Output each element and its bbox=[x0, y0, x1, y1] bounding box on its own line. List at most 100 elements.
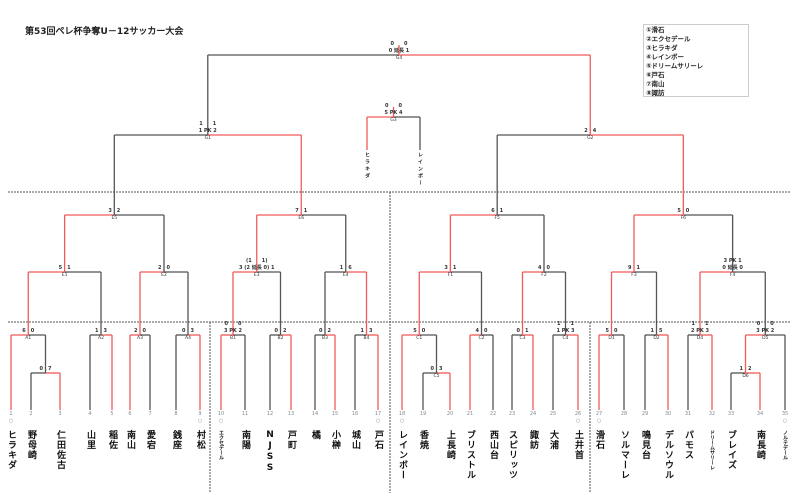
match-score: 9 1 bbox=[628, 265, 640, 271]
team-number: 15 bbox=[331, 411, 339, 417]
match-score: 1 3 bbox=[360, 328, 373, 334]
seed-mark: ○ bbox=[399, 418, 405, 424]
match-score: 5 0 bbox=[677, 208, 690, 214]
team-number: 3 bbox=[58, 411, 62, 417]
team-number: 5 bbox=[110, 411, 114, 417]
legend-item: ②エクセデール bbox=[646, 35, 691, 43]
team-number: 11 bbox=[241, 411, 249, 417]
team-name: ヒラキダ bbox=[364, 152, 370, 180]
team-name: ノルテデール bbox=[782, 430, 788, 460]
legend-item: ⑧諏訪 bbox=[646, 89, 665, 97]
team-number: 25 bbox=[549, 411, 557, 417]
match-label: A2 bbox=[98, 336, 104, 341]
match-label: C4 bbox=[562, 336, 569, 341]
team-number: 16 bbox=[351, 411, 359, 417]
match-score: 0 延長 1 bbox=[388, 48, 410, 54]
team-number: 27 bbox=[595, 411, 603, 417]
match-label: B3 bbox=[322, 336, 328, 341]
match-score: 5 0 bbox=[413, 328, 426, 334]
team-number: 9 bbox=[198, 411, 202, 417]
team-name: 大浦 bbox=[548, 430, 558, 450]
team-name: 橘 bbox=[310, 430, 320, 440]
team-name: 諏訪 bbox=[528, 430, 538, 450]
team-name: 銭座 bbox=[171, 430, 181, 450]
team-name: 城山 bbox=[350, 430, 360, 450]
team-name: 仁田佐古 bbox=[55, 430, 65, 470]
team-name: 稲佐 bbox=[107, 430, 117, 450]
match-score: 0 1 bbox=[516, 328, 529, 334]
match-label: F4 bbox=[729, 273, 736, 278]
match-label: C1 bbox=[416, 336, 423, 341]
match-label: F2 bbox=[541, 273, 547, 278]
match-label: G1 bbox=[204, 136, 211, 141]
legend-item: ⑤ドリームサリーレ bbox=[646, 62, 704, 70]
match-score: 2 0 bbox=[158, 265, 170, 271]
match-label: G2 bbox=[587, 136, 594, 141]
team-name: ブレイズ bbox=[726, 430, 736, 470]
team-number: 21 bbox=[466, 411, 474, 417]
match-score: 3 1 bbox=[444, 265, 457, 271]
team-name: 南長崎 bbox=[755, 430, 765, 460]
team-name: レインボー bbox=[397, 430, 407, 480]
seed-mark: ○ bbox=[375, 418, 381, 424]
team-number: 17 bbox=[374, 411, 382, 417]
match-score: 1 1 bbox=[199, 121, 217, 127]
match-label: C2 bbox=[478, 336, 485, 341]
legend-item: ④レインボー bbox=[646, 53, 685, 61]
team-number: 20 bbox=[446, 411, 454, 417]
match-score: 1 PK 2 bbox=[198, 128, 217, 134]
team-name: ブリストル bbox=[465, 430, 475, 480]
team-number: 33 bbox=[727, 411, 735, 417]
match-score: 3 PK 2 bbox=[756, 328, 775, 334]
match-label: B2 bbox=[277, 336, 284, 341]
seed-mark: ○ bbox=[197, 418, 203, 424]
match-score: 3 PK 2 bbox=[224, 328, 242, 334]
match-score: 5 PK 4 bbox=[384, 110, 403, 116]
match-score: 3 (2 延長 0) 1 bbox=[239, 265, 275, 271]
seed-mark: ○ bbox=[8, 418, 14, 424]
team-name: 戸町 bbox=[286, 430, 296, 450]
match-label: E2 bbox=[161, 273, 167, 278]
match-score: 1 6 bbox=[339, 265, 352, 271]
match-label: D5 bbox=[762, 336, 769, 341]
team-name: 鳴見台 bbox=[640, 430, 650, 460]
match-label: B1 bbox=[230, 336, 236, 341]
match-label: D4 bbox=[696, 336, 704, 341]
match-score: 0 3 bbox=[182, 328, 194, 334]
team-number: 14 bbox=[311, 411, 319, 417]
match-label: E3 bbox=[253, 273, 260, 278]
team-name: 香焼 bbox=[418, 430, 428, 450]
match-label: C3 bbox=[519, 336, 526, 341]
match-score: 3 2 bbox=[108, 208, 121, 214]
match-score: 0 0 bbox=[385, 103, 402, 109]
match-label: A1 bbox=[25, 336, 32, 341]
team-name: 山里 bbox=[85, 430, 95, 450]
team-name: パモス bbox=[683, 430, 693, 460]
match-score: 0 2 bbox=[274, 328, 287, 334]
match-label: B4 bbox=[363, 336, 370, 341]
team-name: NJSS bbox=[265, 430, 275, 474]
team-number: 1 bbox=[9, 411, 13, 417]
match-label: E1 bbox=[61, 273, 68, 278]
team-name: レインボー bbox=[417, 152, 423, 187]
match-label: D6 bbox=[742, 374, 749, 379]
match-label: A4 bbox=[185, 336, 191, 341]
team-number: 18 bbox=[398, 411, 406, 417]
match-score: 1 5 bbox=[650, 328, 663, 334]
team-number: 19 bbox=[419, 411, 427, 417]
team-number: 12 bbox=[266, 411, 274, 417]
team-number: 4 bbox=[88, 411, 92, 417]
team-name: ソルマーレ bbox=[619, 430, 629, 480]
seed-mark: ○ bbox=[218, 418, 224, 424]
match-score: 2 4 bbox=[584, 128, 597, 134]
team-name: 村松 bbox=[195, 430, 205, 450]
team-number: 13 bbox=[287, 411, 295, 417]
match-score: (1 1) bbox=[245, 258, 268, 264]
team-name: エクセデール bbox=[218, 430, 224, 460]
match-label: F5 bbox=[494, 216, 500, 221]
match-score: 1 2 bbox=[739, 366, 752, 372]
team-name: スピリッツ bbox=[507, 430, 517, 480]
team-number: 26 bbox=[574, 411, 582, 417]
